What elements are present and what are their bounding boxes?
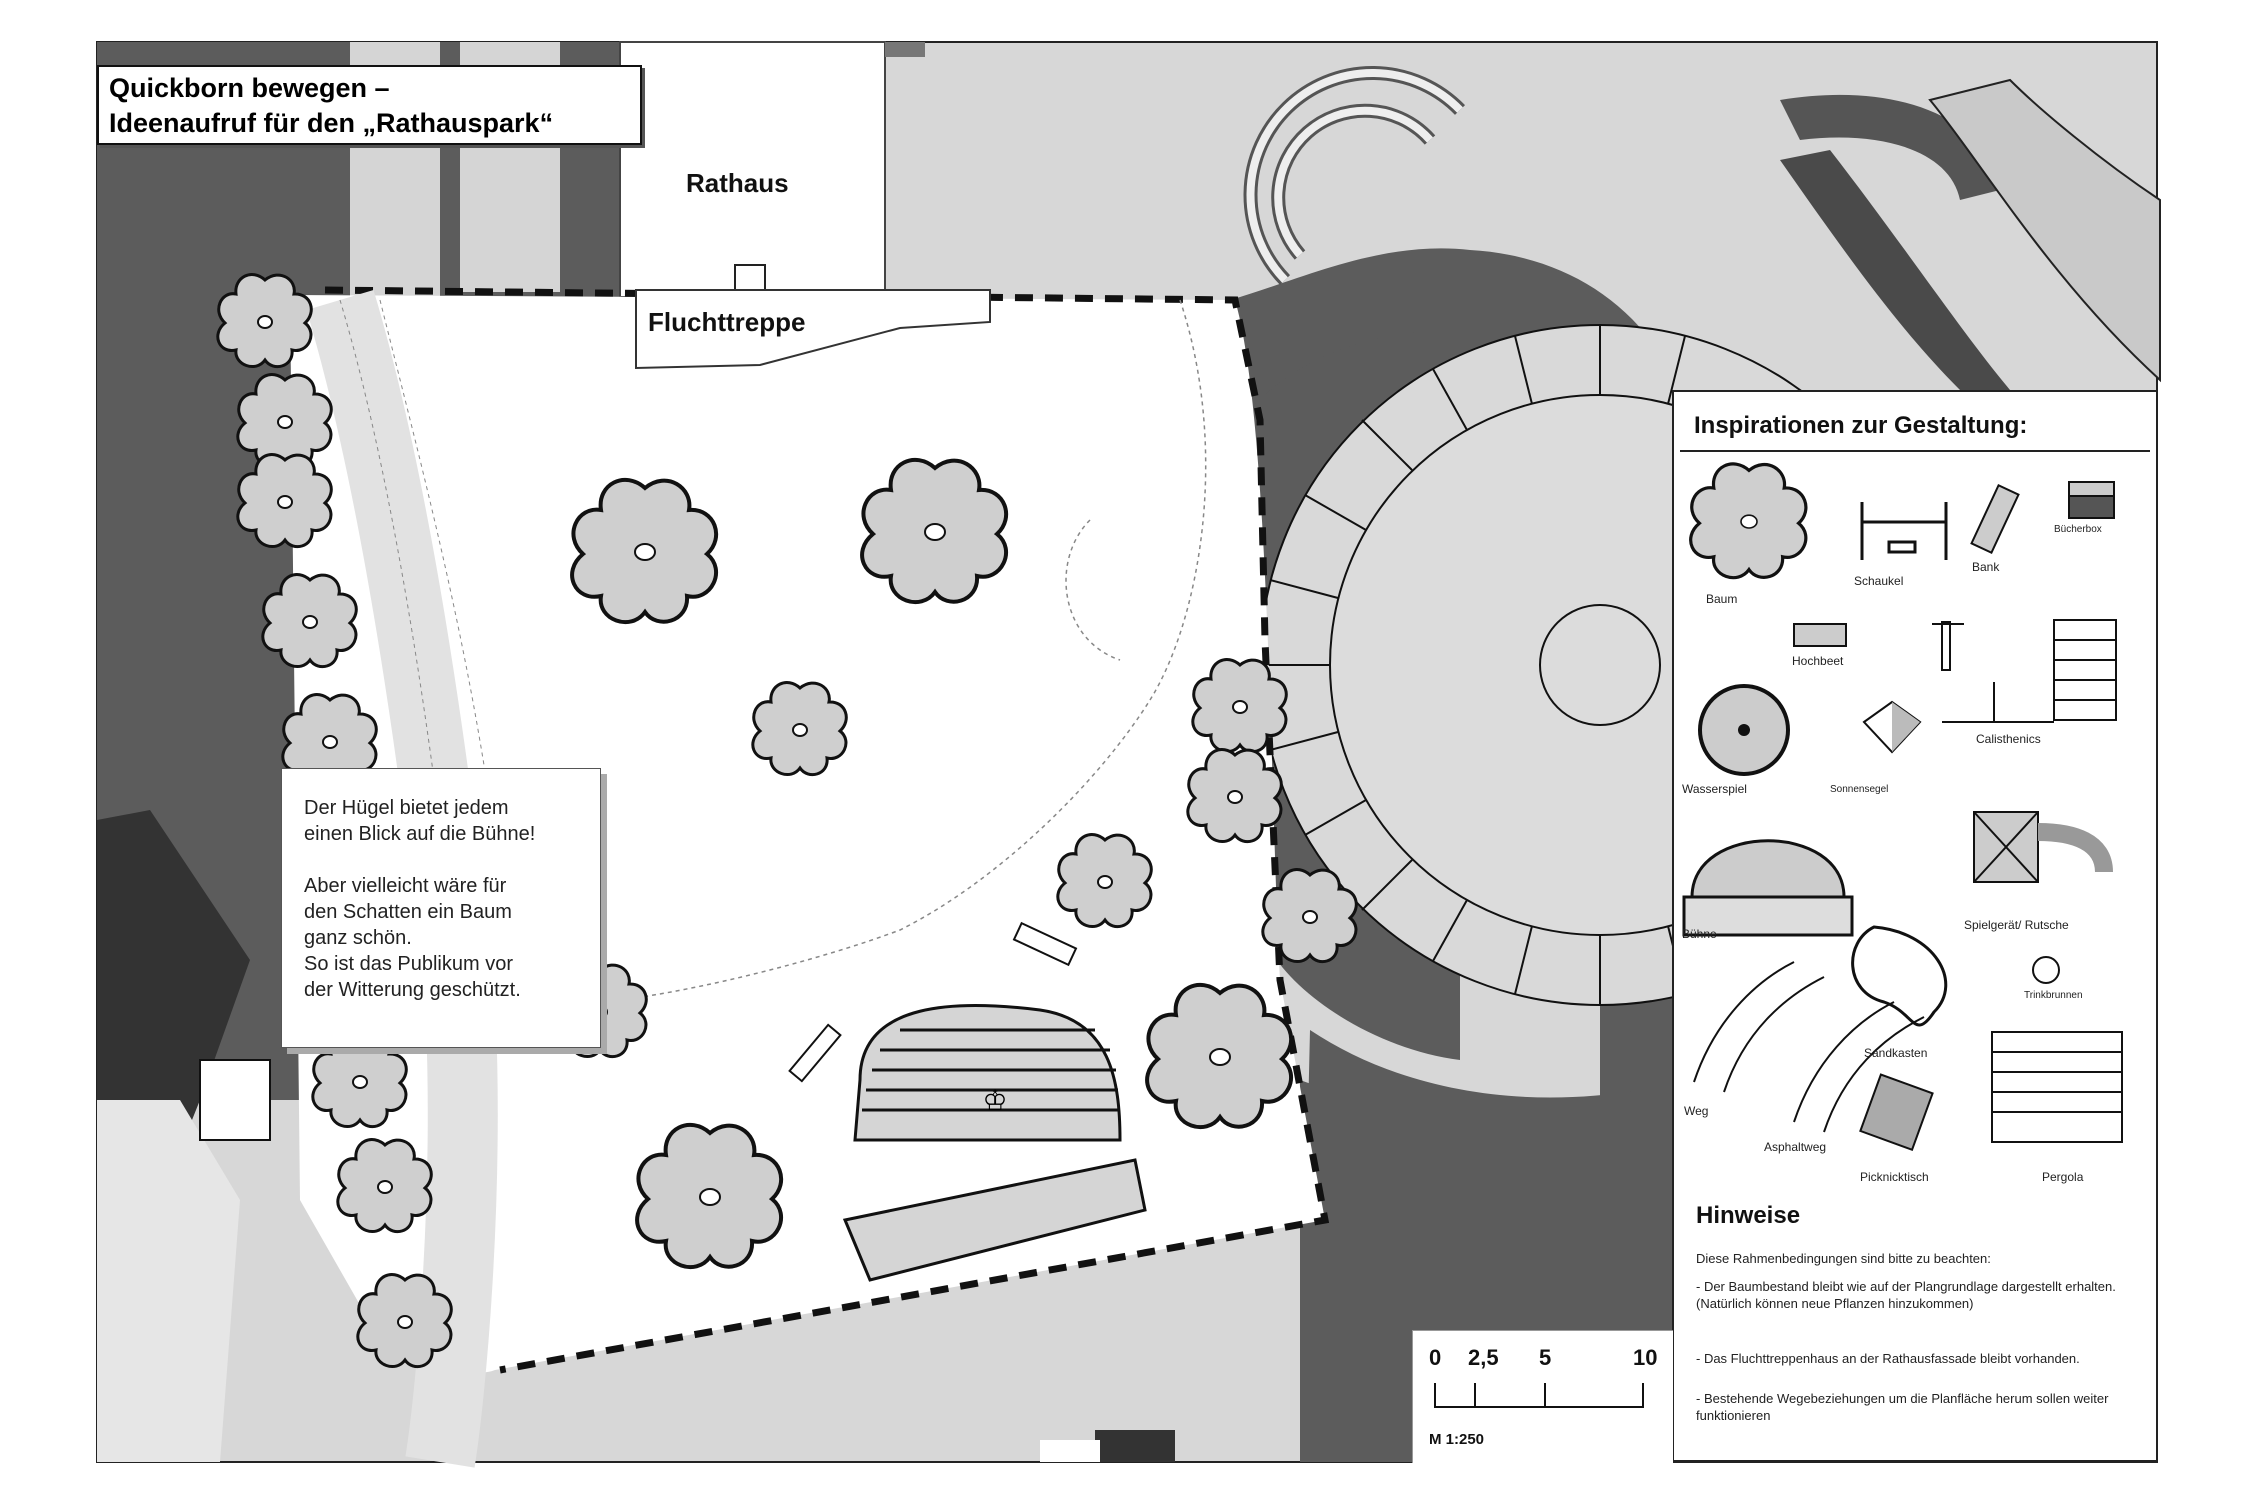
legend-divider [1680,450,2150,452]
title-line-2: Ideenaufruf für den „Rathauspark“ [109,108,554,138]
legend-label-baum: Baum [1706,592,1738,606]
rathaus-label: Rathaus [686,168,789,198]
legend-label-sonnensegel: Sonnensegel [1830,784,1889,795]
raised-bed-icon [1793,623,1847,647]
drinking-fountain-icon [2032,956,2060,984]
callout-text: ganz schön. [304,927,412,949]
hill-callout: Der Hügel bietet jedem einen Blick auf d… [281,768,601,1048]
slide-icon [1973,811,2113,883]
picnic-table-icon [1859,1073,1934,1152]
fountain-icon [1698,684,1790,776]
legend-label-wasserspiel: Wasserspiel [1682,782,1747,796]
bench-icon [1970,484,2020,554]
legend-icons [1682,462,2123,1152]
hinweise-point-3: - Bestehende Wegebeziehungen um die Plan… [1696,1391,2109,1423]
callout-text: den Schatten ein Baum [304,901,512,923]
legend-label-pergola: Pergola [2042,1170,2084,1184]
hinweise-intro: Diese Rahmenbedingungen sind bitte zu be… [1696,1251,1991,1266]
hinweise-heading: Hinweise [1696,1202,1801,1229]
legend-label-calisthenics: Calisthenics [1976,732,2041,746]
scale-tick-10: 10 [1633,1345,1658,1370]
sandbox-icon [1851,925,1948,1027]
swing-icon [1860,502,1948,560]
legend-label-weg: Weg [1684,1104,1709,1118]
legend-label-hochbeet: Hochbeet [1792,654,1844,668]
fluchttreppe-label: Fluchttreppe [648,307,806,337]
scale-tick-2-5: 2,5 [1468,1345,1499,1370]
scale-tick-5: 5 [1539,1345,1552,1370]
scale-label: M 1:250 [1429,1431,1485,1448]
map-title: Quickborn bewegen – Ideenaufruf für den … [97,65,642,145]
legend-label-picknicktisch: Picknicktisch [1860,1170,1929,1184]
legend-panel: Inspirationen zur Gestaltung: [1672,390,2158,1462]
tree-icon [1689,462,1808,580]
legend-label-sandkasten: Sandkasten [1864,1046,1928,1060]
scale-bar: 0 2,5 5 10 M 1:250 [1412,1330,1673,1463]
title-line-1: Quickborn bewegen – [109,73,390,103]
hinweise-point-2: - Das Fluchttreppenhaus an der Rathausfa… [1696,1351,2080,1366]
stage-icon [1682,839,1854,937]
legend-heading: Inspirationen zur Gestaltung: [1694,412,2028,439]
pergola-icon [1991,1031,2123,1143]
legend-label-schaukel: Schaukel [1854,574,1904,588]
hinweise-point-1: - Der Baumbestand bleibt wie auf der Pla… [1696,1279,2116,1311]
legend-label-buecherbox: Bücherbox [2054,524,2102,535]
legend-label-bank: Bank [1972,560,2000,574]
legend-label-asphaltweg: Asphaltweg [1764,1140,1827,1154]
calisthenics-icon [1932,619,2117,723]
svg-text:♔: ♔ [982,1084,1007,1117]
sunsail-icon [1862,700,1922,754]
callout-text: einen Blick auf die Bühne! [304,823,536,845]
legend-label-trinkbrunnen: Trinkbrunnen [2024,990,2083,1001]
callout-text: So ist das Publikum vor [304,953,513,975]
scale-tick-0: 0 [1429,1345,1442,1370]
path-icon [1693,961,1925,1133]
legend-label-buehne: Bühne [1682,927,1717,941]
bookbox-icon [2068,481,2115,519]
callout-text: Der Hügel bietet jedem [304,797,509,819]
scale-bar-graphic [1434,1383,1644,1408]
callout-text: Aber vielleicht wäre für [304,875,507,897]
callout-text: der Witterung geschützt. [304,979,521,1001]
legend-label-spielgeraet: Spielgerät/ Rutsche [1964,918,2069,932]
